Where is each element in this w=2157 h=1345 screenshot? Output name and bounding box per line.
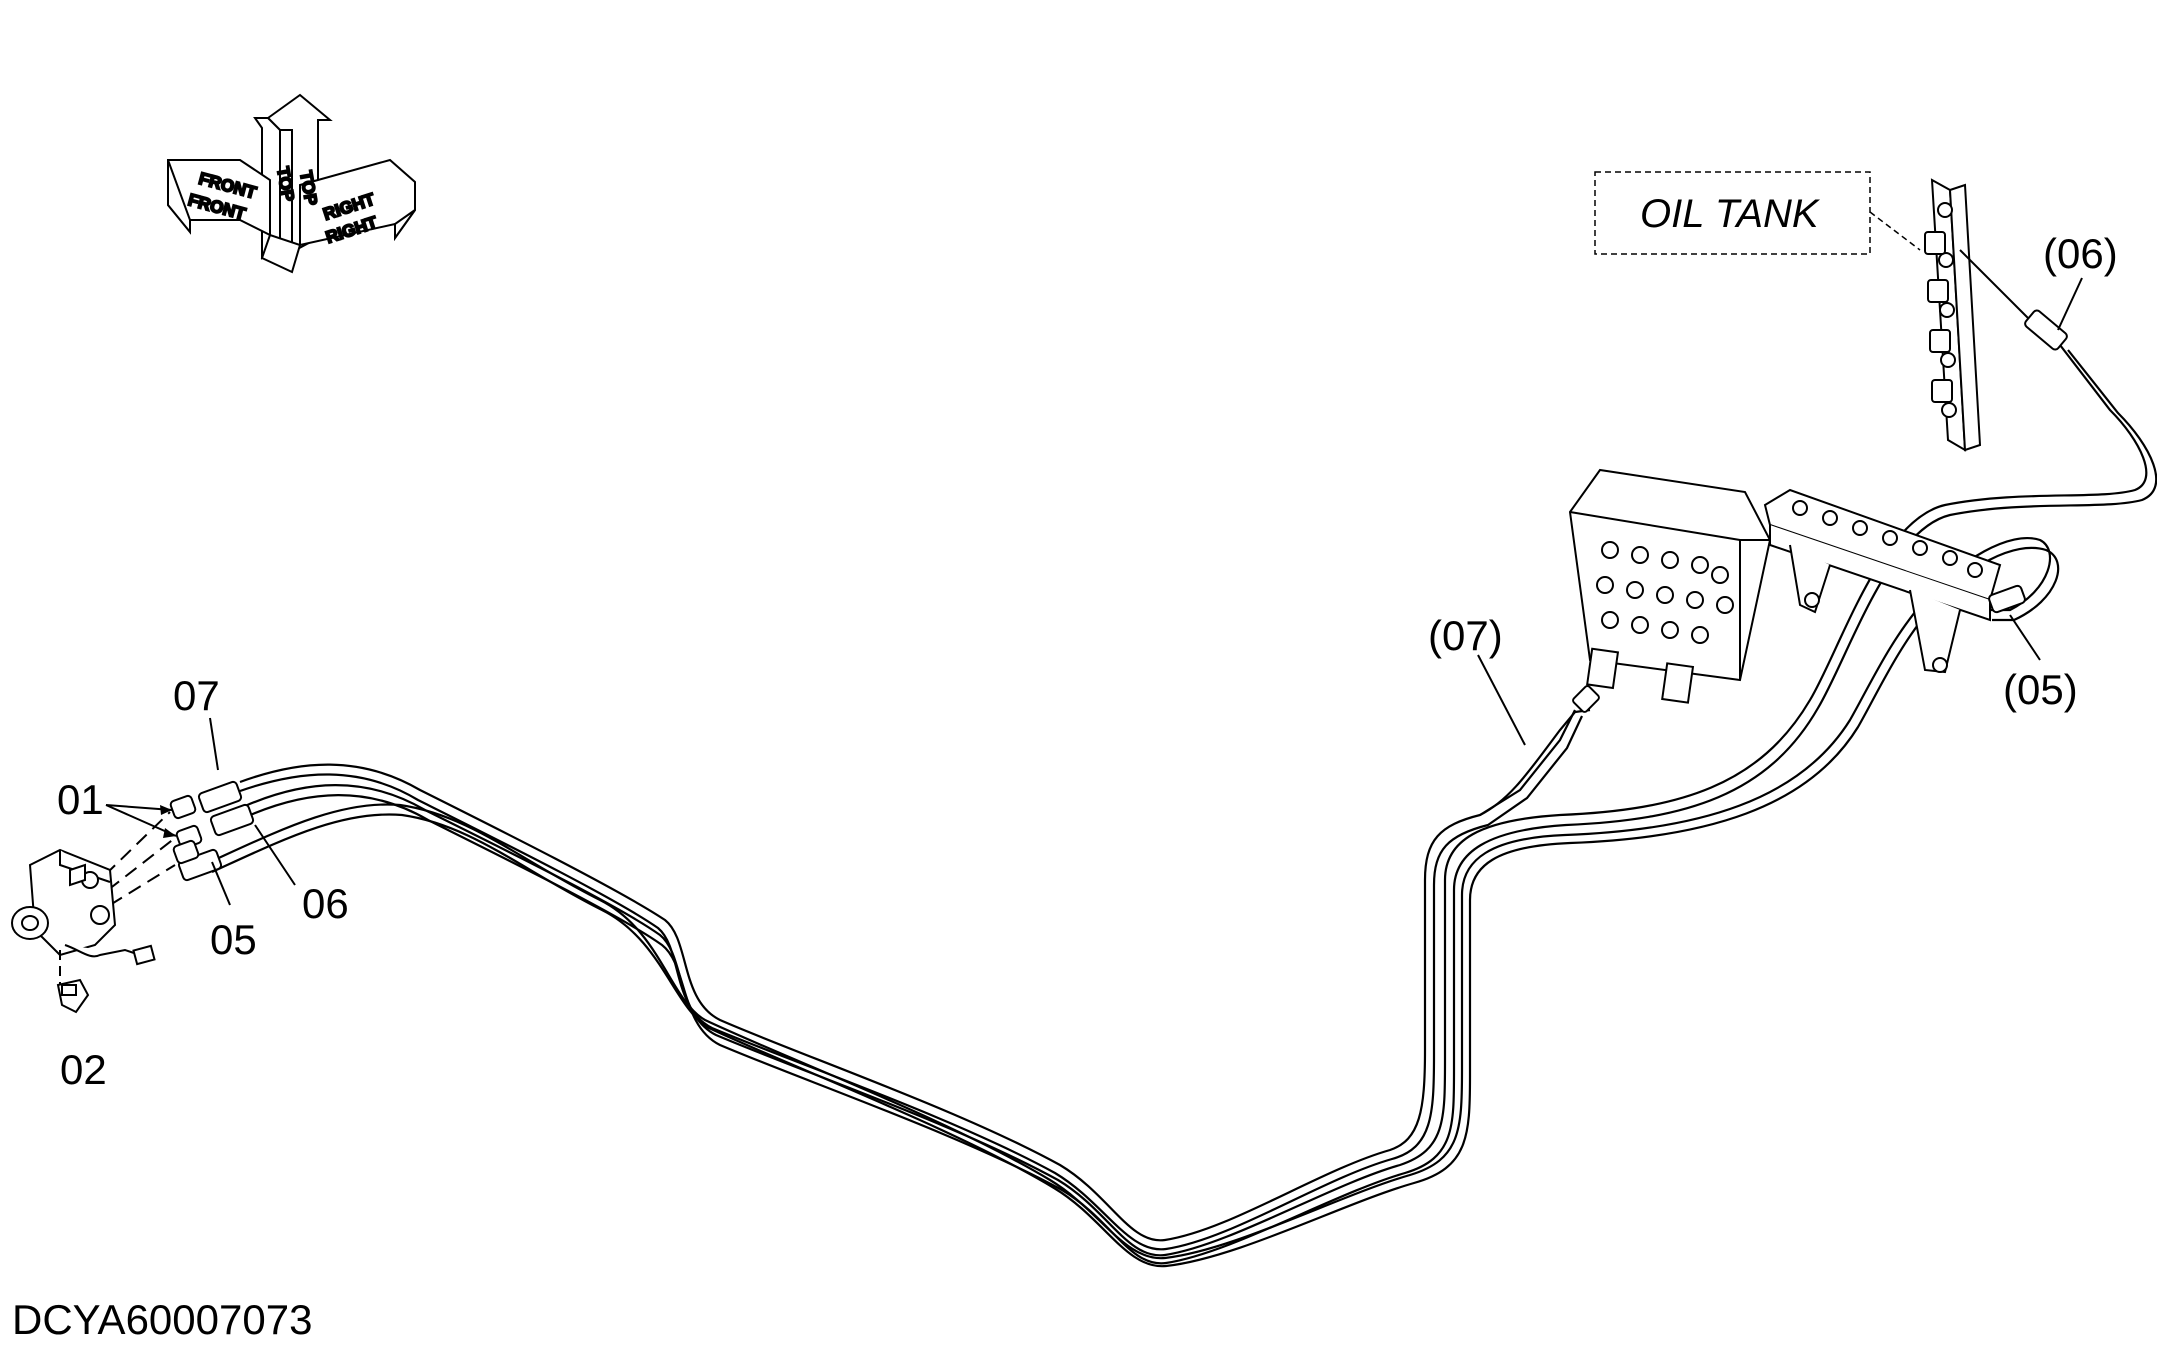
solenoid-valve [11, 848, 156, 1014]
pilot-valve-block [1568, 468, 1772, 713]
callout-07: 07 [173, 672, 220, 719]
oil-tank-callout: OIL TANK [1594, 171, 1921, 255]
callout-06: 06 [302, 880, 349, 927]
left-leaders [105, 717, 296, 906]
oil-tank-label: OIL TANK [1640, 192, 1821, 236]
left-leader-arrowheads [160, 805, 176, 838]
right-leaders [1477, 277, 2083, 746]
callout-07-right: (07) [1428, 612, 1503, 659]
callout-06-right: (06) [2043, 230, 2118, 277]
orientation-arrow-icon: FRONT FRONT TOP TOP RIGHT RIGHT [167, 93, 416, 274]
callout-02: 02 [60, 1046, 107, 1093]
hose-bundle [209, 344, 2157, 1268]
oil-tank-manifold [1924, 178, 1982, 452]
left-hose-ends [169, 780, 255, 882]
connection-dashes [104, 811, 176, 906]
control-valve-manifold [1763, 488, 2026, 674]
callout-05: 05 [210, 916, 257, 963]
drawing-code: DCYA60007073 [12, 1296, 312, 1343]
hose-06-tank-fitting [1959, 249, 2068, 351]
callout-05-right: (05) [2003, 666, 2078, 713]
callout-01: 01 [57, 776, 104, 823]
callout-labels: 01 02 05 06 07 (06) (07) (05) [57, 230, 2118, 1093]
